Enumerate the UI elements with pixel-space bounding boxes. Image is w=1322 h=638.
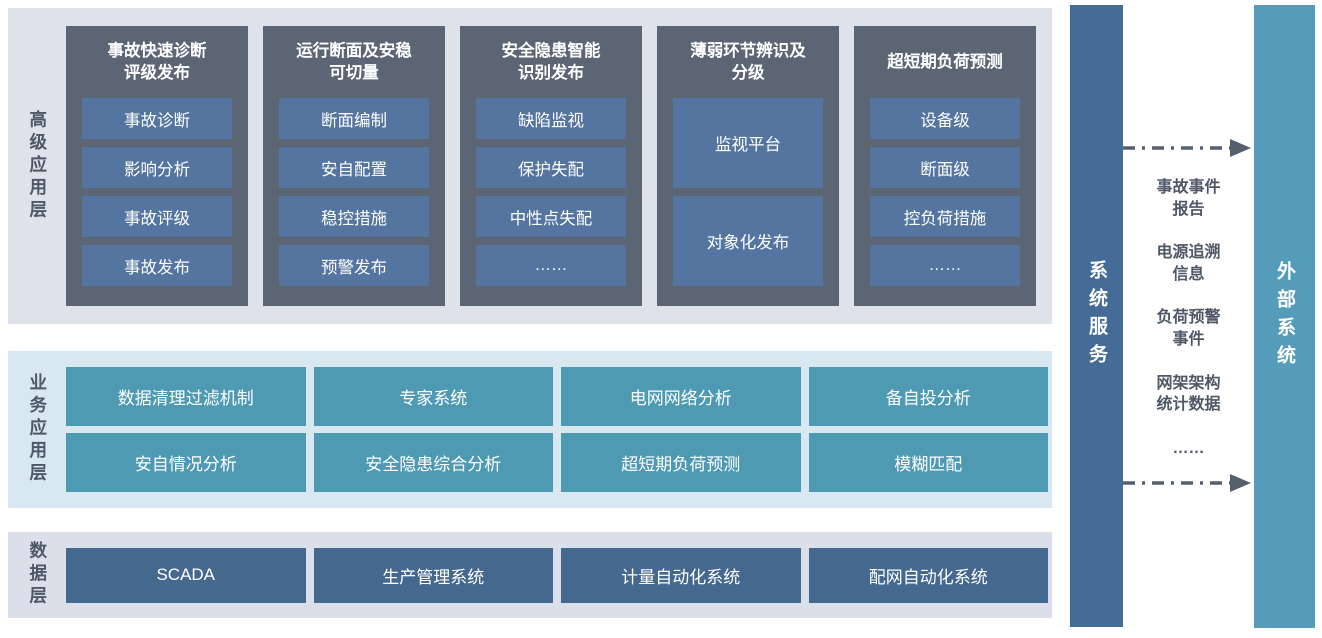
layer-label-advanced: 高级应用层 [27, 109, 48, 223]
module-item: 事故发布 [82, 245, 232, 286]
flow-arrow-bottom-icon [1123, 474, 1251, 492]
module-item: 断面级 [870, 147, 1020, 188]
external-systems-bar: 外部系统 [1254, 5, 1315, 628]
layer-business-application: 业务应用层 数据清理过滤机制专家系统电网网络分析备自投分析安自情况分析安全隐患综… [8, 351, 1052, 508]
external-systems-label: 外部系统 [1274, 260, 1295, 373]
module-panel: 事故快速诊断 评级发布事故诊断影响分析事故评级事故发布 [66, 26, 248, 306]
module-item: 事故诊断 [82, 98, 232, 139]
business-item: 数据清理过滤机制 [66, 367, 306, 426]
data-source-item: 生产管理系统 [313, 547, 553, 603]
module-panel-items: 断面编制安自配置稳控措施预警发布 [279, 98, 429, 286]
business-item: 模糊匹配 [808, 433, 1048, 492]
module-panel: 薄弱环节辨识及 分级监视平台对象化发布 [657, 26, 839, 306]
business-item: 安全隐患综合分析 [313, 433, 553, 492]
data-exchange-column: 事故事件 报告电源追溯 信息负荷预警 事件网架架构 统计数据 …… [1123, 5, 1254, 628]
module-panel-title: 超短期负荷预测 [887, 52, 1003, 71]
module-panel-items: 设备级断面级控负荷措施 …… [870, 98, 1020, 286]
module-panel-title: 薄弱环节辨识及 分级 [690, 41, 806, 82]
business-item: 专家系统 [313, 367, 553, 426]
module-item: …… [476, 245, 626, 286]
module-panel-items: 事故诊断影响分析事故评级事故发布 [82, 98, 232, 286]
system-services-label: 系统服务 [1086, 260, 1107, 372]
exchange-item: 电源追溯 信息 [1156, 244, 1221, 283]
exchange-item: 事故事件 报告 [1156, 179, 1221, 218]
module-item: 设备级 [870, 98, 1020, 139]
business-item: 电网网络分析 [561, 367, 801, 426]
module-item: 缺陷监视 [476, 98, 626, 139]
module-item: …… [870, 245, 1020, 286]
module-panel: 超短期负荷预测设备级断面级控负荷措施 …… [854, 26, 1036, 306]
module-panel-title: 运行断面及安稳 可切量 [296, 41, 412, 82]
data-source-item: SCADA [66, 547, 306, 603]
data-source-item: 计量自动化系统 [561, 547, 801, 603]
module-item: 事故评级 [82, 196, 232, 237]
module-item: 断面编制 [279, 98, 429, 139]
module-item: 安自配置 [279, 147, 429, 188]
system-services-bar: 系统服务 [1070, 5, 1123, 627]
module-item: 控负荷措施 [870, 196, 1020, 237]
module-item: 保护失配 [476, 147, 626, 188]
module-item: 预警发布 [279, 245, 429, 286]
business-item: 备自投分析 [808, 367, 1048, 426]
exchange-item: 负荷预警 事件 [1156, 309, 1221, 348]
module-panel-items: 缺陷监视保护失配中性点失配 …… [476, 98, 626, 286]
module-item: 影响分析 [82, 147, 232, 188]
business-item: 超短期负荷预测 [561, 433, 801, 492]
module-panels: 事故快速诊断 评级发布事故诊断影响分析事故评级事故发布运行断面及安稳 可切量断面… [66, 26, 1036, 306]
module-item: 稳控措施 [279, 196, 429, 237]
module-panel-title: 安全隐患智能 识别发布 [501, 41, 601, 82]
layer-advanced-application: 高级应用层 事故快速诊断 评级发布事故诊断影响分析事故评级事故发布运行断面及安稳… [8, 8, 1052, 324]
module-panel: 安全隐患智能 识别发布缺陷监视保护失配中性点失配 …… [460, 26, 642, 306]
flow-arrow-top-icon [1123, 139, 1251, 157]
layer-label-data: 数据层 [27, 541, 48, 609]
module-panel: 运行断面及安稳 可切量断面编制安自配置稳控措施预警发布 [263, 26, 445, 306]
business-grid: 数据清理过滤机制专家系统电网网络分析备自投分析安自情况分析安全隐患综合分析超短期… [66, 367, 1048, 492]
module-item: 对象化发布 [673, 196, 823, 286]
module-item: 中性点失配 [476, 196, 626, 237]
data-source-item: 配网自动化系统 [808, 547, 1048, 603]
module-panel-title: 事故快速诊断 评级发布 [107, 41, 207, 82]
exchange-items: 事故事件 报告电源追溯 信息负荷预警 事件网架架构 统计数据 …… [1123, 177, 1254, 459]
business-item: 安自情况分析 [66, 433, 306, 492]
layer-label-business: 业务应用层 [27, 373, 48, 486]
exchange-item: 网架架构 统计数据 [1156, 374, 1221, 414]
module-panel-items: 监视平台对象化发布 [673, 98, 823, 286]
exchange-item: …… [1172, 439, 1205, 457]
module-item: 监视平台 [673, 98, 823, 188]
